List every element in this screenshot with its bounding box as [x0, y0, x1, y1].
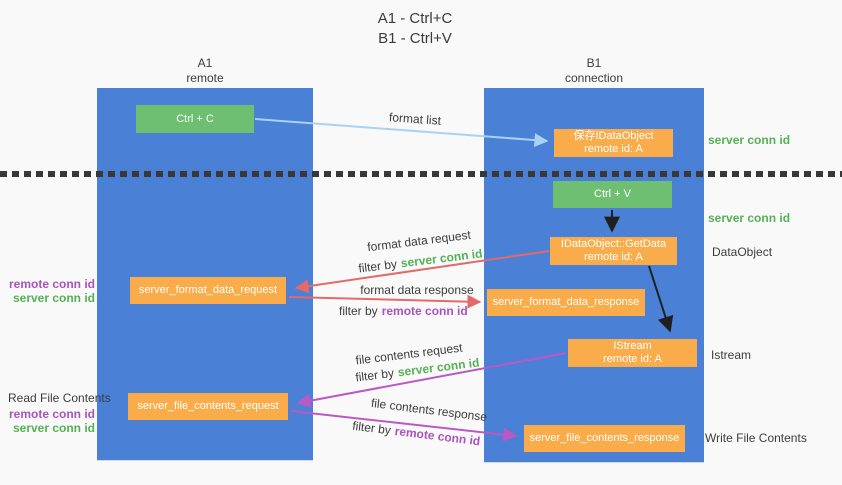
server-conn-id-side-label: server conn id [12, 291, 95, 305]
lane-b1-name: B1 [586, 56, 602, 70]
lane-header-b1: B1 connection [544, 56, 644, 86]
istream-box: IStream remote id: A [568, 339, 697, 367]
file-contents-response-label: file contents response [370, 395, 488, 425]
title-line-2: B1 - Ctrl+V [378, 30, 452, 47]
dataobject-side-label: DataObject [712, 245, 773, 259]
server-conn-id-side-label: server conn id [12, 421, 95, 435]
server-file-contents-request-box: server_file_contents_request [128, 393, 288, 420]
server-format-data-response-box: server_format_data_response [487, 289, 645, 316]
remote-conn-id-side-label: remote conn id [8, 277, 95, 291]
write-file-contents-label: Write File Contents [705, 431, 807, 445]
server-format-data-request-box: server_format_data_request [130, 277, 286, 304]
format-request-label: server_format_data_request [138, 284, 278, 296]
save-idataobject-line1: 保存IDataObject [573, 130, 654, 142]
save-idataobject-line2: remote id: A [584, 143, 643, 155]
server-file-contents-response-box: server_file_contents_response [524, 425, 685, 452]
title-line-1: A1 - Ctrl+C [377, 10, 453, 27]
remote-conn-id-text: remote conn id [381, 304, 468, 318]
remote-conn-id-side-label: remote conn id [8, 407, 95, 421]
lane-a1-name: A1 [197, 56, 213, 70]
ctrl-c-box: Ctrl + C [136, 105, 254, 133]
istream-line1: IStream [613, 340, 652, 352]
conn-id-pair-top: remote conn id server conn id [0, 277, 95, 305]
ctrl-v-box: Ctrl + V [553, 181, 672, 208]
getdata-line2: remote id: A [584, 251, 643, 263]
diagram-title: A1 - Ctrl+C B1 - Ctrl+V [330, 9, 500, 49]
ctrl-v-label: Ctrl + V [594, 188, 631, 200]
filter-by-text: filter by [351, 418, 392, 438]
conn-id-pair-bottom: remote conn id server conn id [0, 407, 95, 435]
istream-side-label: Istream [711, 348, 752, 362]
server-conn-id-side-label-mid: server conn id [708, 211, 791, 225]
filter-by-text: filter by [354, 365, 395, 385]
lane-b1-role: connection [564, 71, 624, 85]
lane-a1-role: remote [186, 71, 224, 85]
format-list-label: format list [388, 110, 442, 128]
format-response-label: server_format_data_response [492, 296, 640, 308]
read-file-contents-label: Read File Contents [8, 391, 111, 405]
remote-conn-id-text: remote conn id [393, 423, 482, 449]
server-conn-id-text: server conn id [399, 246, 484, 271]
filter-by-text: filter by [357, 256, 398, 276]
format-data-response-label: format data response [360, 283, 474, 297]
server-conn-id-side-label-top: server conn id [708, 133, 791, 147]
file-request-label: server_file_contents_request [137, 400, 279, 412]
istream-line2: remote id: A [603, 353, 662, 365]
idataobject-getdata-box: IDataObject::GetData remote id: A [550, 237, 677, 265]
file-response-label: server_file_contents_response [529, 432, 680, 444]
lane-header-a1: A1 remote [155, 56, 255, 86]
save-idataobject-box: 保存IDataObject remote id: A [554, 129, 673, 157]
dotted-separator-line [0, 171, 842, 177]
filter-by-text: filter by [339, 304, 378, 318]
format-data-response-arrow [288, 294, 482, 309]
getdata-line1: IDataObject::GetData [560, 238, 667, 250]
ctrl-c-label: Ctrl + C [176, 112, 214, 125]
